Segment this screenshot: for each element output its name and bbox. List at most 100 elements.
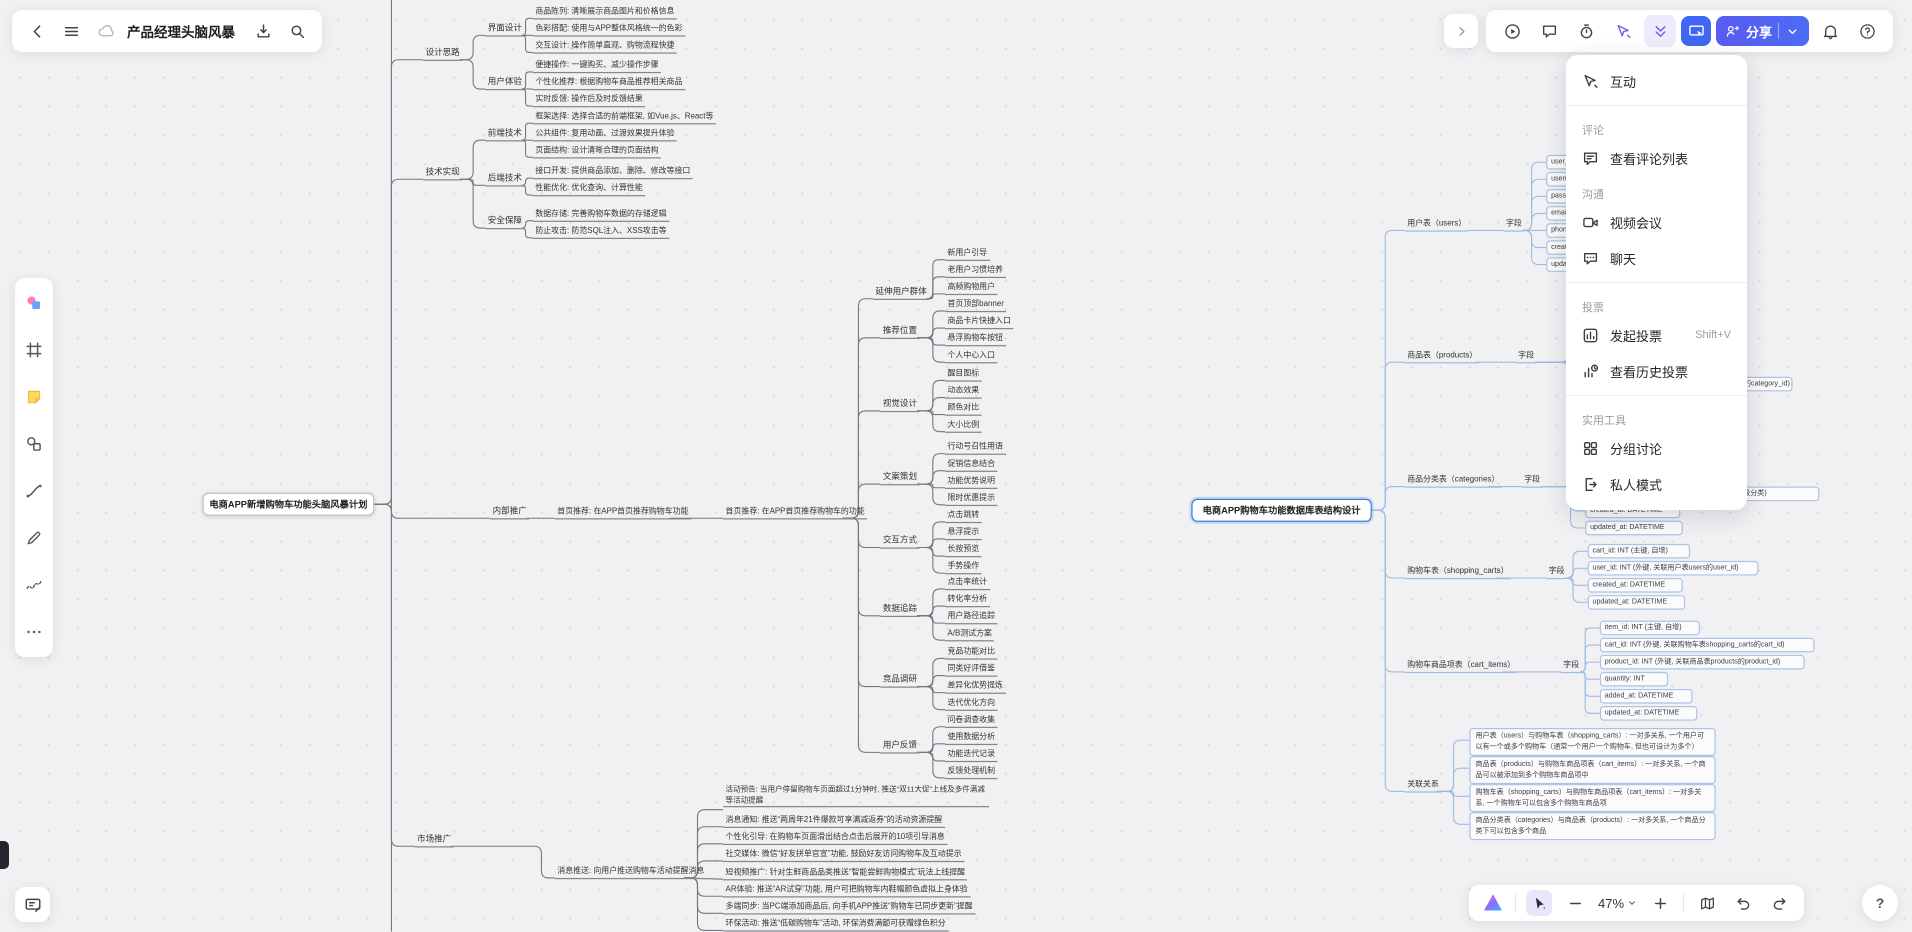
mindmap-node[interactable]: 技术实现 xyxy=(423,166,463,181)
mindmap-node[interactable]: 个性化推荐: 根据购物车商品推荐相关商品 xyxy=(532,76,685,91)
timer-button[interactable] xyxy=(1570,15,1602,47)
mindmap-node[interactable]: 延伸用户群体 xyxy=(873,285,930,300)
mindmap-node[interactable]: AR体验: 推送“AR试穿”功能, 用户可把购物车内鞋帽颜色虚拟上身体验 xyxy=(723,883,971,898)
mindmap-node[interactable]: 字段 xyxy=(1521,473,1543,488)
menu-item-start-vote[interactable]: 发起投票 Shift+V xyxy=(1566,317,1747,353)
menu-item-interact[interactable]: 互动 xyxy=(1566,63,1747,99)
mindmap-node[interactable]: 点击跳转 xyxy=(945,508,982,524)
mindmap-node[interactable]: quantity: INT xyxy=(1599,671,1669,687)
mindmap-node[interactable]: 老用户习惯培养 xyxy=(945,263,1006,279)
mindmap-node[interactable]: 市场推广 xyxy=(414,833,454,848)
search-button[interactable] xyxy=(281,15,313,47)
mindmap-node[interactable]: 行动号召性用语 xyxy=(945,440,1006,455)
mindmap-node[interactable]: item_id: INT (主键, 自增) xyxy=(1599,620,1700,636)
mindmap-node[interactable]: cart_id: INT (外键, 关联购物车表shopping_carts的c… xyxy=(1599,637,1815,653)
mindmap-node[interactable]: 醒目图标 xyxy=(945,367,982,382)
mindmap-node[interactable]: added_at: DATETIME xyxy=(1599,688,1693,704)
export-button[interactable] xyxy=(247,15,279,47)
mindmap-node[interactable]: 高频购物用户 xyxy=(945,280,998,296)
help-button[interactable] xyxy=(1851,15,1883,47)
mindmap-node[interactable]: 个性化引导: 在购物车页面滑出结合点击后展开的10项引导消息 xyxy=(723,830,948,846)
mindmap-node[interactable]: cart_id: INT (主键, 自增) xyxy=(1587,543,1691,559)
mindmap-node[interactable]: 用户表（users） xyxy=(1404,217,1469,232)
board-title[interactable]: 产品经理头脑风暴 xyxy=(127,25,235,40)
mindmap-node[interactable]: 首页推荐: 在APP首页推荐购物车的功能 xyxy=(723,505,868,520)
mindmap-node[interactable]: 多端同步: 当PC端添加商品后, 向手机APP推送“购物车已同步更新”提醒 xyxy=(723,900,976,915)
mindmap-node[interactable]: 大小比例 xyxy=(945,418,982,433)
mindmap-node[interactable]: user_id: INT (外键, 关联用户表users的user_id) xyxy=(1587,560,1759,576)
mindmap-node[interactable]: 促销信息结合 xyxy=(945,457,998,472)
zoom-in-button[interactable] xyxy=(1647,890,1673,916)
board-templates-button[interactable] xyxy=(15,887,50,922)
mindmap-node[interactable]: updated_at: DATETIME xyxy=(1599,706,1698,721)
pointer-tool-button[interactable] xyxy=(1526,890,1552,916)
more-tools-button[interactable] xyxy=(20,618,48,646)
mindmap-node[interactable]: 差异化优势提炼 xyxy=(945,679,1006,694)
freeform-cut-tool-button[interactable] xyxy=(20,571,48,599)
mindmap-node[interactable]: 安全保障 xyxy=(485,215,525,230)
mindmap-node[interactable]: updated_at: DATETIME xyxy=(1585,520,1683,536)
mindmap-node[interactable]: 功能迭代记录 xyxy=(945,747,998,763)
notifications-button[interactable] xyxy=(1814,15,1846,47)
mindmap-node[interactable]: updated_at: DATETIME xyxy=(1587,595,1686,610)
mindmap-node[interactable]: 长按预览 xyxy=(945,543,982,558)
mindmap-node[interactable]: 防止攻击: 防范SQL注入、XSS攻击等 xyxy=(532,224,669,240)
undo-button[interactable] xyxy=(1730,890,1756,916)
redo-button[interactable] xyxy=(1766,890,1792,916)
mindmap-node[interactable]: 字段 xyxy=(1515,349,1537,364)
menu-item-view-comments[interactable]: 查看评论列表 xyxy=(1566,140,1747,176)
mindmap-node[interactable]: 数据追踪 xyxy=(880,602,920,618)
mindmap-node[interactable]: 颜色对比 xyxy=(945,401,982,416)
mindmap-node[interactable]: 购物车表（shopping_carts） xyxy=(1404,565,1511,580)
mindmap-node[interactable]: 商品分类表（categories）与商品表（products）: 一对多关系, … xyxy=(1469,812,1716,841)
mindmap-node[interactable]: 消息通知: 推送“两周年21件爆款可享满减返券”的活动资源提醒 xyxy=(723,813,945,828)
mindmap-node[interactable]: A/B测试方案 xyxy=(945,627,995,642)
mindmap-node[interactable]: 数据存储: 完善购物车数据的存储逻辑 xyxy=(532,207,669,222)
mindmap-node[interactable]: 环保活动: 推送“低碳购物车”活动, 环保消费满额可获赠绿色积分 xyxy=(723,917,949,932)
mindmap-node[interactable]: 实时反馈: 操作后及时反馈结果 xyxy=(532,93,646,108)
sticky-note-tool-button[interactable] xyxy=(20,383,48,411)
help-fab[interactable]: ? xyxy=(1862,885,1898,921)
menu-item-vote-history[interactable]: 查看历史投票 xyxy=(1566,353,1747,389)
mindmap-node[interactable]: 个人中心入口 xyxy=(945,349,998,364)
mindmap-node[interactable]: 页面结构: 设计清晰合理的页面结构 xyxy=(532,144,662,159)
mindmap-node[interactable]: 悬浮购物车按钮 xyxy=(945,332,1006,347)
mindmap-node[interactable]: 悬浮提示 xyxy=(945,526,982,541)
shapes-tool-button[interactable] xyxy=(20,430,48,458)
menu-item-chat[interactable]: 聊天 xyxy=(1566,240,1747,276)
mindmap-node[interactable]: 问卷调查收集 xyxy=(945,713,998,728)
mindmap-node[interactable]: 首页顶部banner xyxy=(945,298,1007,313)
mindmap-node[interactable]: 用户路径追踪 xyxy=(945,610,998,625)
mindmap-node[interactable]: 字段 xyxy=(1546,565,1567,580)
map-overview-button[interactable] xyxy=(1694,890,1720,916)
mindmap-node[interactable]: 购物车商品项表（cart_items） xyxy=(1404,658,1518,674)
mindmap-node[interactable]: 商品卡片快捷入口 xyxy=(945,315,1014,330)
mindmap-node[interactable]: 用户体验 xyxy=(485,76,525,91)
screen-share-button[interactable] xyxy=(1681,16,1711,46)
mindmap-node[interactable]: 功能优势说明 xyxy=(945,474,998,489)
mindmap-node[interactable]: 限时优惠提示 xyxy=(945,491,998,507)
menu-item-video-meeting[interactable]: 视频会议 xyxy=(1566,204,1747,240)
mindmap-node[interactable]: 用户表（users）与购物车表（shopping_carts）: 一对多关系, … xyxy=(1469,727,1716,757)
mindmap-node[interactable]: 文案策划 xyxy=(880,471,920,486)
mindmap-node[interactable]: 新用户引导 xyxy=(945,246,990,261)
mindmap-node[interactable]: 迭代优化方向 xyxy=(945,696,998,711)
mindmap-node[interactable]: 反馈处理机制 xyxy=(945,765,998,780)
sticker-tool-button[interactable] xyxy=(20,289,48,317)
mindmap-node[interactable]: 便捷操作: 一键购买、减少操作步骤 xyxy=(532,59,662,74)
mindmap-node[interactable]: 交互方式 xyxy=(880,534,920,549)
mindmap-node[interactable]: 动态效果 xyxy=(945,384,982,399)
mindmap-node[interactable]: 用户反馈 xyxy=(880,739,920,754)
mindmap-node[interactable]: 商品陈列: 清晰展示商品图片和价格信息 xyxy=(532,5,677,20)
mindmap-node[interactable]: 首页推荐: 在APP首页推荐购物车功能 xyxy=(554,505,691,520)
collapsed-panel-handle[interactable] xyxy=(0,841,9,869)
frame-tool-button[interactable] xyxy=(20,336,48,364)
mindmap-node[interactable]: product_id: INT (外键, 关联商品表products的produ… xyxy=(1599,654,1805,670)
interact-menu-button[interactable] xyxy=(1644,15,1676,47)
mindmap-node[interactable]: 设计思路 xyxy=(423,46,463,61)
zoom-out-button[interactable] xyxy=(1562,890,1588,916)
comments-button[interactable] xyxy=(1533,15,1565,47)
mindmap-node[interactable]: 竞品调研 xyxy=(880,673,920,688)
menu-item-private-mode[interactable]: 私人模式 xyxy=(1566,466,1747,502)
mindmap-node[interactable]: 竞品功能对比 xyxy=(945,645,998,660)
